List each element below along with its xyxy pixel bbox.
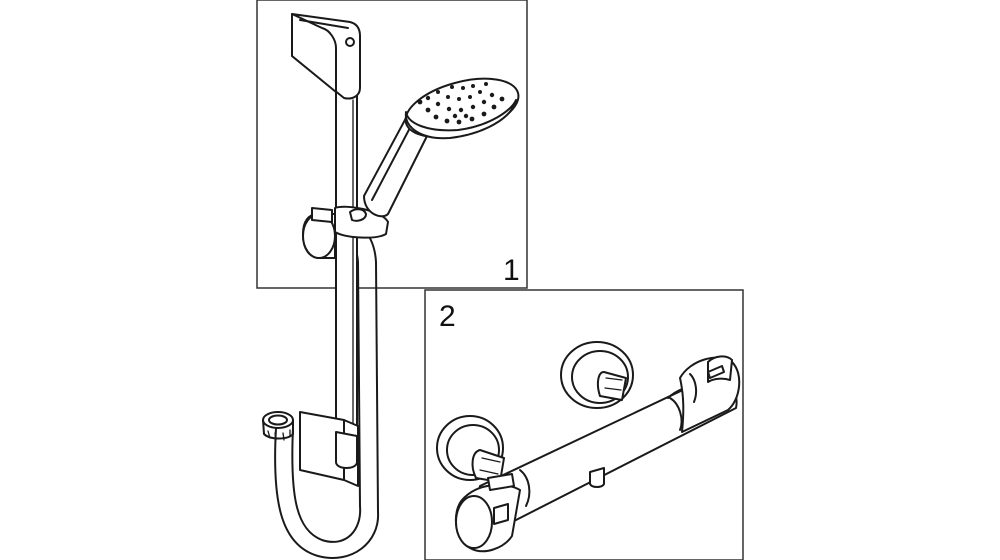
panel-1-number: 1 <box>503 254 520 287</box>
temperature-handle <box>679 355 741 433</box>
flow-handle <box>454 473 521 553</box>
panel-2-number: 2 <box>439 300 456 333</box>
front-wall-connection <box>436 415 505 483</box>
spray-nozzles <box>417 82 505 125</box>
hose-nut <box>262 411 294 441</box>
handshower-holder <box>302 205 389 259</box>
rear-wall-connection <box>560 341 634 409</box>
top-wall-bracket <box>291 13 361 100</box>
panel-2: 2 <box>424 289 744 560</box>
shower-rail <box>335 87 358 452</box>
bottom-wall-bracket <box>299 411 359 487</box>
shower-hose <box>262 225 380 559</box>
handshower <box>363 77 520 218</box>
panel-1: 1 <box>256 0 528 559</box>
